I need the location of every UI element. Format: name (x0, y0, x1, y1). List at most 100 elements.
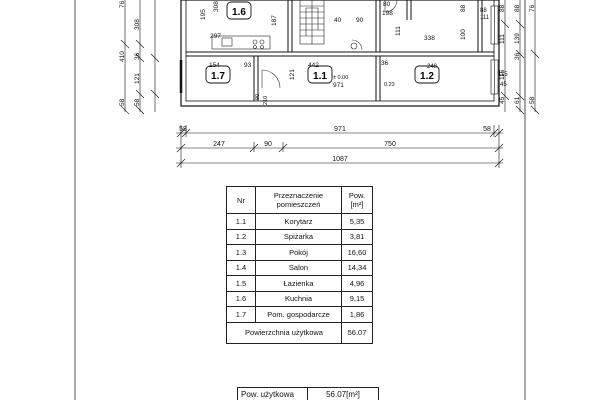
row-area: 16,60 (341, 244, 373, 261)
dim-label: 1087 (332, 156, 348, 163)
dim-label: 80 (383, 1, 391, 8)
row-nr: 1.7 (226, 306, 256, 323)
outer-walls (180, 0, 500, 107)
dim-label: 90 (356, 17, 364, 24)
dim-label: 154 (209, 62, 220, 69)
dim-label: 198 (382, 10, 393, 17)
row-nr: 1.4 (226, 259, 256, 276)
dim-label: 58 (134, 98, 141, 106)
row-area: 14,34 (341, 259, 373, 276)
room-tag-label: 1.7 (211, 71, 225, 82)
dim-label: 338 (424, 35, 435, 42)
summary-table: Pow. użytkowa 56.07[m²] (237, 387, 379, 400)
dim-label: 442 (308, 62, 319, 69)
room-tag-label: 1.2 (420, 71, 434, 82)
row-area: 3,81 (341, 228, 373, 245)
table-row: 1.6 Kuchnia 9,15 (226, 290, 373, 307)
summary-label: Pow. użytkowa (237, 387, 308, 400)
dim-label: 121 (289, 69, 296, 80)
dim-label: 88 (460, 4, 467, 12)
table-row: 1.1 Korytarz 5,35 (226, 213, 373, 230)
right-dimension-chain (500, 0, 540, 115)
row-nr: 1.3 (226, 244, 256, 261)
dim-label: 58 (119, 98, 126, 106)
dim-label: 308 (134, 19, 141, 30)
dim-label: 88 (480, 8, 487, 14)
dim-label: 971 (334, 126, 346, 133)
dim-label: 195 (200, 9, 207, 20)
table-header-row: Nr Przeznaczenie pomieszczeń Pow. [m²] (226, 186, 373, 214)
dim-label: 297 (210, 33, 221, 40)
dim-label: 410 (119, 51, 126, 62)
row-nr: 1.1 (226, 213, 256, 230)
door-swings (261, 0, 398, 89)
dim-label: 111 (480, 15, 490, 21)
row-name: Spiżarka (255, 228, 342, 245)
dim-label: 45 (500, 82, 507, 88)
row-name: Pom. gospodarcze (255, 306, 342, 323)
dim-label: 971 (333, 82, 344, 89)
dim-label: 40 (334, 17, 342, 24)
dim-label: 115 (498, 72, 508, 78)
staircase (299, 0, 325, 45)
dim-label: 247 (213, 141, 225, 148)
table-total-row: Powierzchnia użytkowa 56.07 (226, 321, 373, 344)
table-row: 1.2 Spiżarka 3,81 (226, 228, 373, 245)
row-name: Kuchnia (255, 290, 342, 307)
dim-label: 58 (529, 96, 536, 104)
row-nr: 1.6 (226, 290, 256, 307)
row-name: Łazienka (255, 275, 342, 292)
room-tag-label: 1.1 (313, 71, 327, 82)
dim-label: 90 (264, 141, 272, 148)
total-value: 56.07 (341, 321, 373, 344)
interior-walls (186, 0, 494, 101)
dim-label: 76 (529, 4, 536, 12)
bottom-dimension-chain (176, 125, 504, 168)
dim-label: 45 (499, 96, 506, 104)
room-schedule-table: Nr Przeznaczenie pomieszczeń Pow. [m²] 1… (226, 186, 373, 344)
dim-label: 36 (134, 52, 141, 60)
row-area: 1,86 (341, 306, 373, 323)
row-area: 4,96 (341, 275, 373, 292)
dim-label: 76 (119, 0, 126, 8)
kitchen-counter (211, 35, 271, 50)
table-row: 1.4 Salon 14,34 (226, 259, 373, 276)
dim-label: 248 (427, 64, 438, 70)
dim-label: 61 (514, 96, 521, 104)
summary-value: 56.07[m²] (307, 387, 379, 400)
dim-label: 58 (179, 126, 187, 133)
dim-label: 210 (263, 96, 269, 105)
dim-label: 58 (483, 126, 491, 133)
header-nr: Nr (226, 186, 256, 214)
dim-label: 88 (514, 4, 521, 12)
dim-label: 88 (499, 4, 506, 12)
table-row: 1.5 Łazienka 4,96 (226, 275, 373, 292)
left-dimension-chain (120, 0, 160, 115)
column-marker (350, 42, 358, 50)
dim-label: 36 (381, 60, 389, 67)
row-area: 9,15 (341, 290, 373, 307)
total-label: Powierzchnia użytkowa (226, 321, 342, 344)
table-row: 1.7 Pom. gospodarcze 1,86 (226, 306, 373, 323)
row-name: Pokój (255, 244, 342, 261)
room-tags: 1.6 1.7 1.1 1.2 (205, 1, 440, 84)
dim-label: 90 (255, 94, 261, 100)
row-nr: 1.2 (226, 228, 256, 245)
header-area: Pow. [m²] (341, 186, 373, 214)
elevation-label: ± 0.00 (333, 75, 348, 81)
dim-label: 115 (499, 69, 506, 80)
room-tag-label: 1.6 (232, 7, 246, 18)
dim-label: 0.23 (384, 82, 395, 88)
interior-dimensions: 297 195 308 187 40 90 80 198 111 338 88 … (200, 1, 508, 105)
dim-label: 121 (134, 73, 141, 84)
dim-label: 750 (384, 141, 396, 148)
row-area: 5,35 (341, 213, 373, 230)
dim-label: 111 (499, 34, 506, 44)
dim-label: 187 (271, 15, 278, 26)
table-row: 1.3 Pokój 16,60 (226, 244, 373, 261)
header-room-purpose: Przeznaczenie pomieszczeń (255, 186, 342, 214)
row-name: Salon (255, 259, 342, 276)
dim-label: 100 (460, 29, 467, 40)
